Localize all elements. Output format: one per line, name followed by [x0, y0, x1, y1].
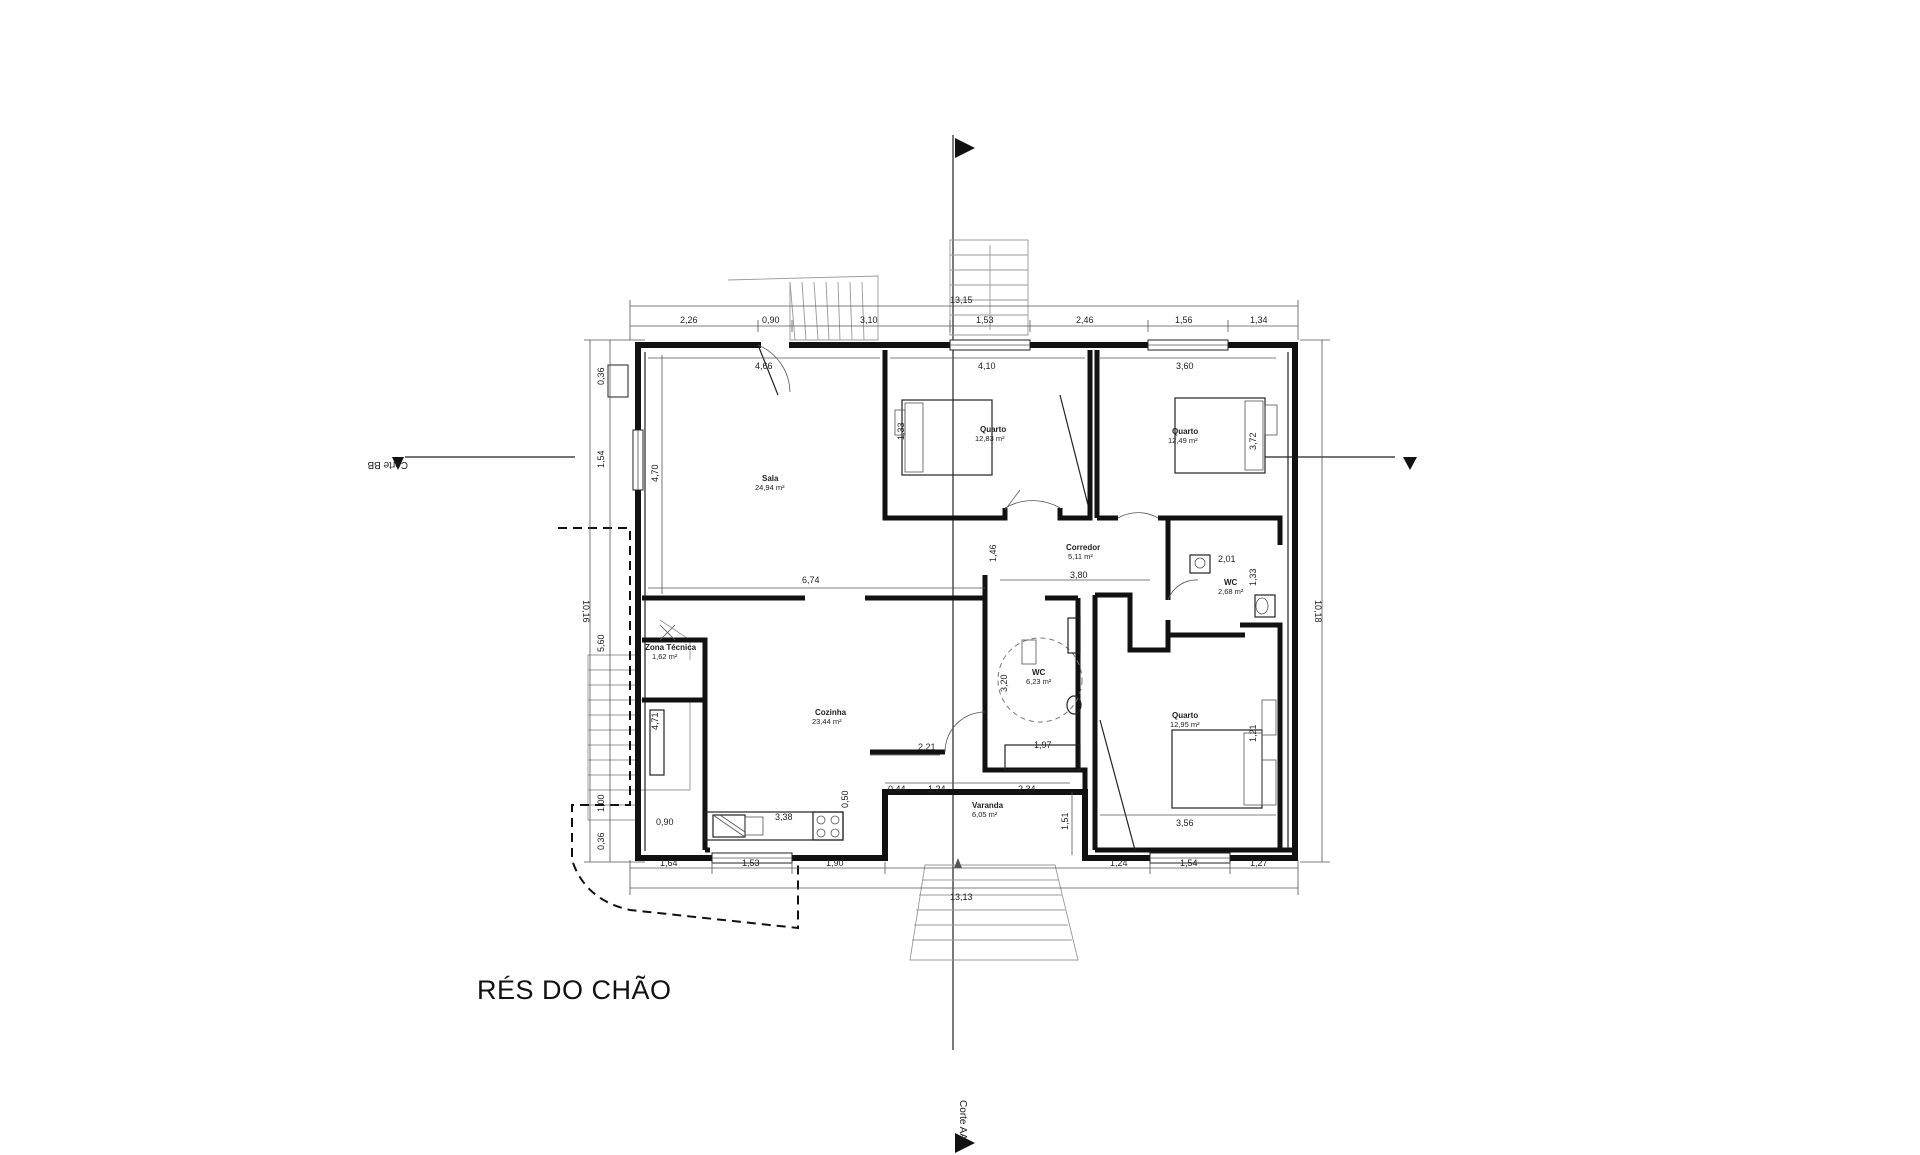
section-label-aa: Corte AA [957, 1100, 968, 1140]
dim-int-7: 2,01 [1218, 554, 1236, 564]
dimensions-bottom: 1,64 1,53 1,90 1,24 1,54 1,27 13,13 [629, 858, 1299, 902]
dim-top-total: 13,15 [950, 295, 973, 305]
plan-title: RÉS DO CHÃO [477, 975, 672, 1005]
dimensions-interior: 4,66 4,10 3,60 4,70 6,74 1,46 3,80 2,01 … [648, 355, 1276, 855]
room-name-zona-tecnica: Zona Técnica [645, 643, 697, 652]
dim-top-4: 2,46 [1076, 315, 1094, 325]
dim-top-1: 0,90 [762, 315, 780, 325]
dim-left-0: 0,36 [596, 367, 606, 385]
room-area-quarto-3: 12,95 m² [1170, 720, 1200, 729]
dim-right-total: 10,18 [1313, 600, 1323, 623]
dim-left-total: 10,16 [581, 600, 591, 623]
dim-int-1: 4,10 [978, 361, 996, 371]
dim-int-20: 1,33 [896, 422, 906, 440]
stair-varanda [909, 858, 1079, 961]
room-name-corredor: Corredor [1066, 543, 1100, 552]
dim-int-2: 3,60 [1176, 361, 1194, 371]
zona-tecnica-fixtures [649, 624, 676, 776]
dim-bottom-1: 1,53 [742, 858, 760, 868]
room-area-zona-tecnica: 1,62 m² [652, 652, 678, 661]
room-name-varanda: Varanda [972, 801, 1004, 810]
room-name-wc-small: WC [1224, 578, 1238, 587]
entrance-door [757, 344, 791, 396]
dimensions-left: 10,16 0,36 1,54 5,60 1,00 0,36 [581, 339, 645, 863]
dim-int-3: 4,70 [650, 464, 660, 482]
dim-left-2: 5,60 [596, 634, 606, 652]
room-name-quarto-1: Quarto [980, 425, 1006, 434]
dim-int-0: 4,66 [755, 361, 773, 371]
dim-top-5: 1,56 [1175, 315, 1193, 325]
room-name-sala: Sala [762, 474, 779, 483]
dim-top-6: 1,34 [1250, 315, 1268, 325]
room-area-quarto-1: 12,83 m² [975, 434, 1005, 443]
dimensions-right: 10,18 [1300, 339, 1330, 863]
section-label-bb: Corte BB [367, 459, 408, 470]
terrain-boundary [558, 527, 799, 930]
dim-int-11: 2,21 [918, 742, 936, 752]
dim-bottom-0: 1,64 [660, 858, 678, 868]
dim-bottom-3: 1,24 [1110, 858, 1128, 868]
dim-int-15: 1,51 [1060, 812, 1070, 830]
dim-left-3: 1,00 [596, 794, 606, 812]
kitchen-counter [704, 811, 844, 841]
room-area-sala: 24,94 m² [755, 483, 785, 492]
dim-top-3: 1,53 [976, 315, 994, 325]
room-labels: Sala 24,94 m² Quarto 12,83 m² Quarto 12,… [645, 425, 1244, 819]
dim-int-4: 6,74 [802, 575, 820, 585]
room-area-varanda: 6,05 m² [972, 810, 998, 819]
furniture-beds [894, 397, 1278, 809]
dim-int-10: 1,97 [1034, 740, 1052, 750]
room-name-quarto-3: Quarto [1172, 711, 1198, 720]
dim-int-19: 4,71 [650, 712, 660, 730]
dim-bottom-5: 1,27 [1250, 858, 1268, 868]
dim-left-4: 0,36 [596, 832, 606, 850]
dim-int-12: 0,44 [888, 784, 906, 794]
dim-int-22: 3,56 [1176, 818, 1194, 828]
room-name-cozinha: Cozinha [815, 708, 847, 717]
interior-walls [642, 350, 1295, 858]
dim-int-21: 3,72 [1248, 432, 1258, 450]
room-area-quarto-2: 12,49 m² [1168, 436, 1198, 445]
room-area-wc-small: 2,68 m² [1218, 587, 1244, 596]
dim-int-9: 3,20 [999, 674, 1009, 692]
room-name-wc-large: WC [1032, 668, 1046, 677]
dim-int-23: 1,21 [1248, 724, 1258, 742]
dim-top-2: 3,10 [860, 315, 878, 325]
dim-int-6: 3,80 [1070, 570, 1088, 580]
dim-int-18: 0,90 [656, 817, 674, 827]
room-name-quarto-2: Quarto [1172, 427, 1198, 436]
room-area-wc-large: 6,23 m² [1026, 677, 1052, 686]
dim-int-5: 1,46 [988, 544, 998, 562]
exterior-walls [635, 342, 1298, 861]
section-line-aa: Corte AA [952, 135, 975, 1153]
interior-doors [944, 394, 1199, 851]
stair-top [727, 239, 1029, 341]
section-line-bb: Corte BB [367, 456, 1417, 470]
dim-bottom-2: 1,90 [826, 858, 844, 868]
dim-int-16: 3,38 [775, 812, 793, 822]
furniture-wc [997, 554, 1276, 771]
dim-int-17: 0,50 [840, 790, 850, 808]
dim-bottom-4: 1,54 [1180, 858, 1198, 868]
dim-int-14: 2,34 [1018, 784, 1036, 794]
dim-int-13: 1,24 [928, 784, 946, 794]
dim-left-1: 1,54 [596, 450, 606, 468]
dimensions-top: 13,15 2,26 0,90 3,10 1,53 2,46 1,56 1,34 [629, 295, 1299, 340]
room-area-corredor: 5,11 m² [1068, 552, 1093, 561]
windows [607, 339, 1231, 864]
dim-top-0: 2,26 [680, 315, 698, 325]
dim-bottom-total: 13,13 [950, 892, 973, 902]
dim-int-8: 1,33 [1248, 568, 1258, 586]
room-area-cozinha: 23,44 m² [812, 717, 842, 726]
